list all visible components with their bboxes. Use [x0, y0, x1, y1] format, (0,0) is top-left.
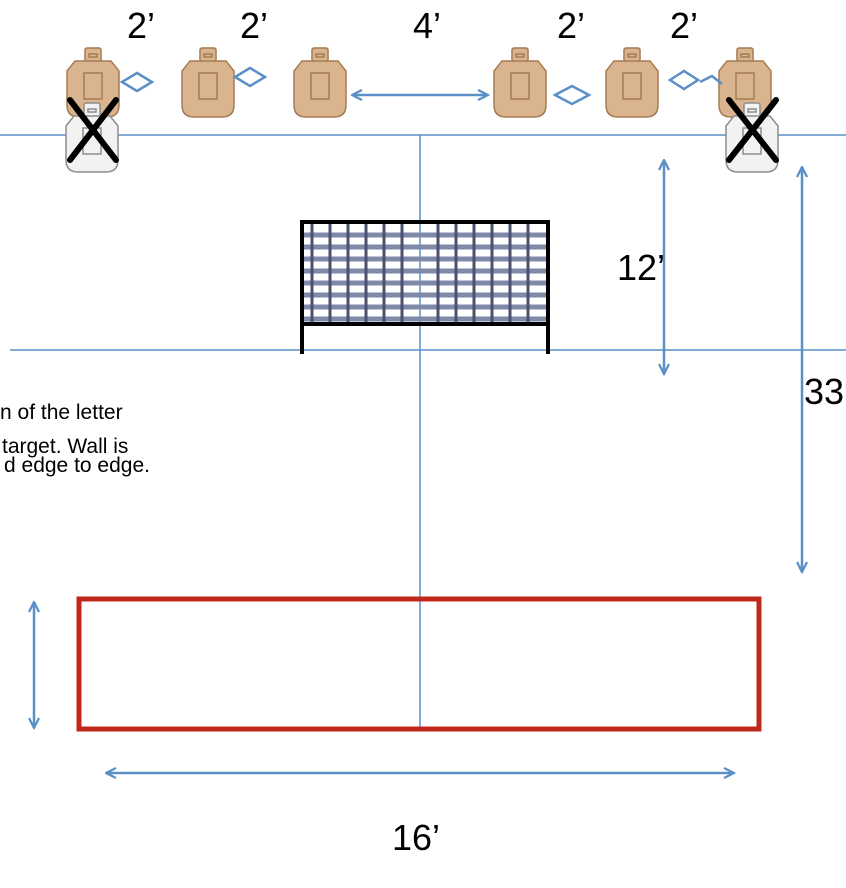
gap-4-label: 2’	[557, 5, 586, 46]
shooting-box	[76, 596, 762, 732]
box-width-label: 16’	[392, 817, 441, 858]
no-shoot-x-mark	[67, 97, 119, 163]
box-distance-label: 33	[804, 371, 845, 412]
note-line-1: n of the letter	[0, 401, 123, 424]
barricade-wall-icon	[300, 220, 550, 354]
gap-5-label: 2’	[670, 5, 699, 46]
target-gap-connectors	[119, 66, 723, 106]
note-line-2: target. Wall is	[2, 435, 129, 458]
gap-3-label: 4’	[413, 5, 442, 46]
no-shoot-x-mark	[726, 97, 779, 163]
steel-silhouette-target-icon	[181, 47, 235, 118]
steel-silhouette-target-icon	[493, 47, 547, 118]
wall-distance-label: 12’	[617, 247, 666, 288]
steel-silhouette-target-icon	[293, 47, 347, 118]
gap-1-label: 2’	[127, 5, 156, 46]
gap-2-label: 2’	[240, 5, 269, 46]
steel-silhouette-target-icon	[605, 47, 659, 118]
note-line-3: d edge to edge.	[4, 454, 150, 477]
